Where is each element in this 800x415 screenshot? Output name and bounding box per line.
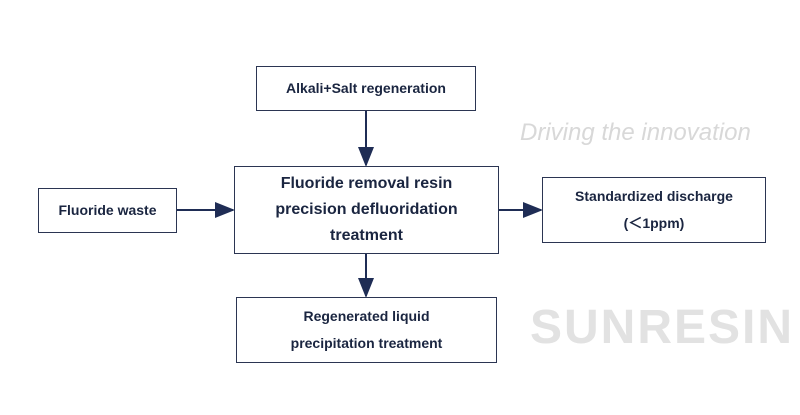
watermark-logo: SUNRESIN [530, 301, 795, 354]
node-label: Alkali+Salt regeneration [286, 80, 446, 96]
node-label: Fluoride removal resin [280, 175, 453, 192]
node-label: Fluoride waste [58, 202, 157, 218]
node-label: (＜1ppm) [623, 215, 685, 231]
node-label: precision defluoridation [275, 201, 458, 218]
node-input: Fluoride waste [38, 188, 177, 233]
node-output: Standardized discharge (＜1ppm) [542, 177, 766, 243]
node-main-treatment: Fluoride removal resin precision defluori… [234, 166, 499, 254]
node-label: Regenerated liquid [303, 308, 430, 324]
node-byproduct: Regenerated liquid precipitation treatmen… [236, 297, 497, 363]
node-label: treatment [330, 227, 403, 244]
node-regeneration: Alkali+Salt regeneration [256, 66, 476, 111]
node-label: Standardized discharge [575, 188, 733, 204]
watermark-tagline: Driving the innovation [520, 119, 751, 146]
node-label: precipitation treatment [290, 335, 443, 351]
